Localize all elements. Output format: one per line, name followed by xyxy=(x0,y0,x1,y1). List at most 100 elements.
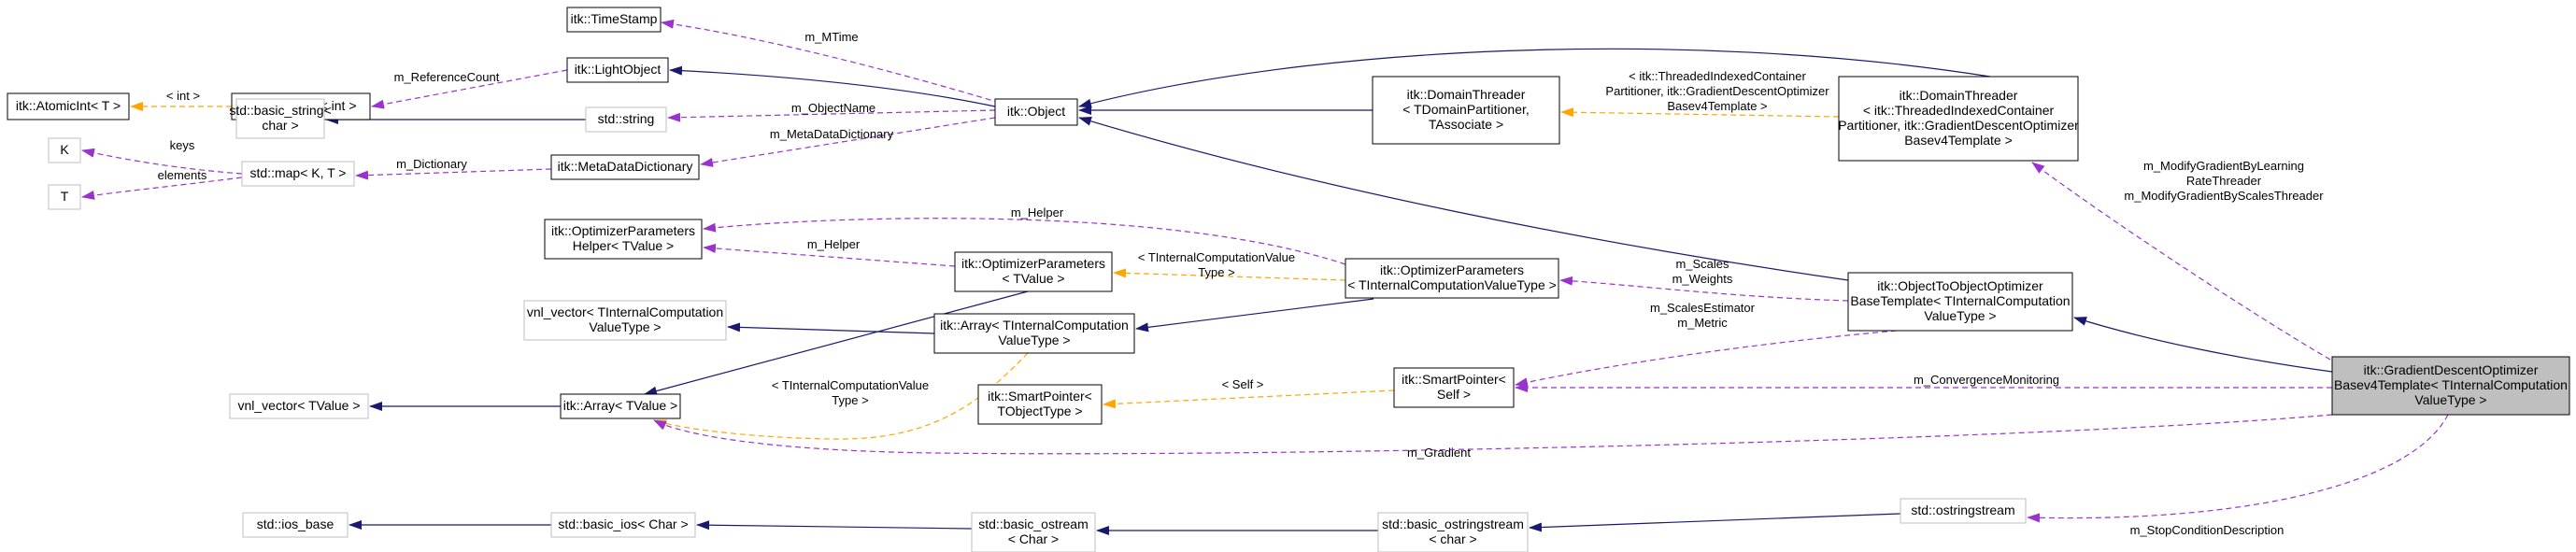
class-node-optparams-tvalue[interactable]: itk::OptimizerParameters< TValue > xyxy=(954,251,1113,292)
class-node-domainthreader-inst[interactable]: itk::DomainThreader< itk::ThreadedIndexe… xyxy=(1838,76,2079,162)
edge-label-helper-mid: m_Helper xyxy=(807,237,861,251)
class-node-label: std::map< K, T > xyxy=(250,165,347,180)
class-node-box xyxy=(560,393,681,419)
class-node-box xyxy=(235,98,325,139)
edge-labels-layer: < int >m_ReferenceCountm_MTimem_ObjectNa… xyxy=(158,30,2325,537)
class-node-box xyxy=(241,161,355,187)
edge-smartptr-self-to-tpl xyxy=(1103,389,1395,409)
class-node-label: < TDomainPartitioner, xyxy=(1402,102,1530,117)
edge-optparams-inst-to-tvalue xyxy=(1113,268,1346,281)
class-node-box xyxy=(1838,76,2079,162)
class-node-label: std::ostringstream xyxy=(1911,502,2014,517)
class-node-lightobject[interactable]: itk::LightObject xyxy=(566,57,669,83)
class-node-label: itk::Object xyxy=(1007,104,1065,119)
edge-label-dictionary: m_Dictionary xyxy=(396,157,467,171)
class-node-std-string[interactable]: std::string xyxy=(585,106,667,133)
edge-label-objectname: m_ObjectName xyxy=(791,101,875,115)
edge-array-internal-to-vnl xyxy=(727,322,935,334)
edge-metadatadictionary xyxy=(700,117,996,167)
class-node-label: < Char > xyxy=(1008,531,1059,546)
class-node-box xyxy=(977,384,1103,425)
class-node-basic-ostringstream[interactable]: std::basic_ostringstream< char > xyxy=(1377,512,1529,552)
edge-keys xyxy=(81,148,243,175)
class-node-object[interactable]: itk::Object xyxy=(994,98,1078,126)
edge-scales-estimator xyxy=(1515,330,1898,388)
class-node-atomic-t[interactable]: itk::AtomicInt< T > xyxy=(7,92,130,120)
class-node-box xyxy=(1900,498,2027,524)
edge-lightobject-to-object xyxy=(669,65,996,107)
edge-label-modify-line-2: RateThreader xyxy=(2186,174,2262,188)
class-node-basic-string[interactable]: std::basic_string<char > xyxy=(229,98,332,139)
class-node-box xyxy=(550,512,696,538)
class-node-label: itk::LightObject xyxy=(575,62,662,77)
class-node-ostringstream[interactable]: std::ostringstream xyxy=(1900,498,2027,524)
edge-label-int: < int > xyxy=(166,89,200,103)
class-node-metadata[interactable]: itk::MetaDataDictionary xyxy=(550,154,700,180)
class-node-smartptr-tpl[interactable]: itk::SmartPointer<TObjectType > xyxy=(977,384,1103,425)
class-node-t[interactable]: T xyxy=(48,184,81,210)
class-node-label: itk::SmartPointer< xyxy=(1402,372,1506,387)
class-node-label: char > xyxy=(262,118,298,133)
class-node-basic-ios[interactable]: std::basic_ios< Char > xyxy=(550,512,696,538)
edge-label-keys: keys xyxy=(170,138,195,152)
class-node-objtoobj[interactable]: itk::ObjectToObjectOptimizerBaseTemplate… xyxy=(1847,272,2073,332)
class-node-box xyxy=(7,92,130,120)
class-node-box xyxy=(1377,512,1529,552)
class-node-box xyxy=(994,98,1078,126)
class-node-box xyxy=(1345,258,1559,299)
edge-elements xyxy=(81,177,243,200)
class-node-label: itk::MetaDataDictionary xyxy=(558,159,693,174)
class-node-box xyxy=(566,57,669,83)
edge-stopcondition xyxy=(2027,414,2449,523)
edge-label-tinternal-type2-line-2: Type > xyxy=(832,393,868,407)
class-node-box xyxy=(585,106,667,133)
class-node-label: K xyxy=(60,142,69,157)
edge-scales xyxy=(1559,276,1849,302)
class-node-label: itk::TimeStamp xyxy=(571,11,658,26)
class-node-label: std::basic_ostream xyxy=(978,517,1089,531)
class-node-label: vnl_vector< TInternalComputation xyxy=(527,304,723,319)
edge-dictionary xyxy=(355,168,552,180)
class-node-ios-base[interactable]: std::ios_base xyxy=(242,512,349,538)
class-node-domainthreader-tpl[interactable]: itk::DomainThreader< TDomainPartitioner,… xyxy=(1372,76,1560,145)
edge-label-tinternal-type-line-1: < TInternalComputationValue xyxy=(1138,250,1295,264)
class-node-basic-ostream[interactable]: std::basic_ostream< Char > xyxy=(971,512,1096,552)
class-node-box xyxy=(242,512,349,538)
edge-label-threaded-tpl-line-1: < itk::ThreadedIndexedContainer xyxy=(1629,69,1806,83)
class-node-k[interactable]: K xyxy=(48,137,81,163)
edge-label-scales-estimator-line-1: m_ScalesEstimator xyxy=(1650,301,1756,315)
class-node-label: std::basic_ios< Char > xyxy=(558,517,688,531)
class-node-array-tvalue[interactable]: itk::Array< TValue > xyxy=(560,393,681,419)
class-node-timestamp[interactable]: itk::TimeStamp xyxy=(566,7,662,33)
class-node-box xyxy=(544,219,703,260)
class-node-label: std::ios_base xyxy=(257,517,334,531)
class-node-label: itk::OptimizerParameters xyxy=(1380,262,1524,277)
class-node-vnl-vector-tvalue[interactable]: vnl_vector< TValue > xyxy=(229,393,369,419)
edge-basic-ostream-to-basic-ios xyxy=(696,520,973,531)
edge-label-threaded-tpl-line-3: Basev4Template > xyxy=(1667,99,1767,113)
class-node-label: itk::ObjectToObjectOptimizer xyxy=(1877,278,2043,293)
class-node-label: std::basic_ostringstream xyxy=(1382,517,1524,531)
edge-gradient xyxy=(653,414,2333,455)
edge-objtoobj-to-object xyxy=(1078,116,1849,281)
class-node-optparams-inst[interactable]: itk::OptimizerParameters< TInternalCompu… xyxy=(1345,258,1559,299)
class-node-smartptr-self[interactable]: itk::SmartPointer<Self > xyxy=(1393,367,1515,408)
edge-refcount xyxy=(371,69,568,109)
edge-label-scales-line-2: m_Weights xyxy=(1672,272,1733,286)
class-node-box xyxy=(566,7,662,33)
class-node-map[interactable]: std::map< K, T > xyxy=(241,161,355,187)
edge-optparams-inst-to-array-internal xyxy=(1135,298,1374,333)
class-node-label: itk::SmartPointer< xyxy=(988,389,1092,403)
class-node-label: TAssociate > xyxy=(1429,117,1503,132)
edge-objtoobj-to-main xyxy=(2073,317,2333,373)
class-node-label: Partitioner, itk::GradientDescentOptimiz… xyxy=(1838,118,2079,133)
class-node-array-internal[interactable]: itk::Array< TInternalComputationValueTyp… xyxy=(933,313,1135,354)
class-node-box xyxy=(933,313,1135,354)
class-node-label: < itk::ThreadedIndexedContainer xyxy=(1863,103,2055,118)
edge-label-scales-estimator-line-2: m_Metric xyxy=(1677,316,1728,330)
class-node-main[interactable]: itk::GradientDescentOptimizerBasev4Templ… xyxy=(2331,356,2570,416)
edge-helper-top xyxy=(703,218,1346,265)
class-node-vnl-vector-internal[interactable]: vnl_vector< TInternalComputationValueTyp… xyxy=(523,300,727,341)
